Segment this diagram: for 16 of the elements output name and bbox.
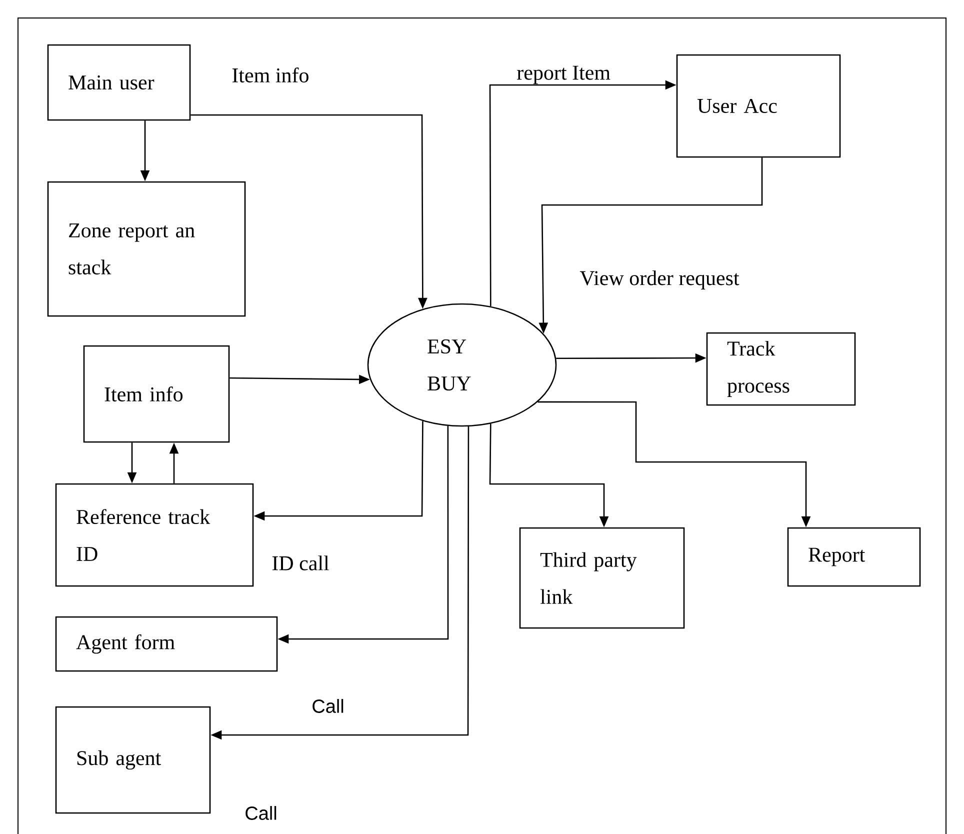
edge-label: ID call (272, 556, 329, 570)
edge-label: Item info (232, 67, 308, 82)
process-box: Item info (83, 345, 230, 443)
process-box: Agent form (55, 616, 278, 672)
edge-label: report Item (517, 66, 610, 84)
edge-label: View order request (580, 270, 740, 290)
process-box: User Acc (676, 54, 841, 158)
process-box: Reference track ID (55, 483, 254, 587)
process-box: Track process (706, 332, 856, 406)
process-box: Zone report an stack (47, 181, 246, 317)
process-box: Sub agent (55, 706, 211, 814)
edge-label: Call (312, 699, 344, 713)
process-box: Third party link (519, 527, 685, 629)
text-label: Call (246, 806, 276, 820)
process-box: Main user (47, 44, 191, 121)
process-box: Report (787, 527, 921, 587)
